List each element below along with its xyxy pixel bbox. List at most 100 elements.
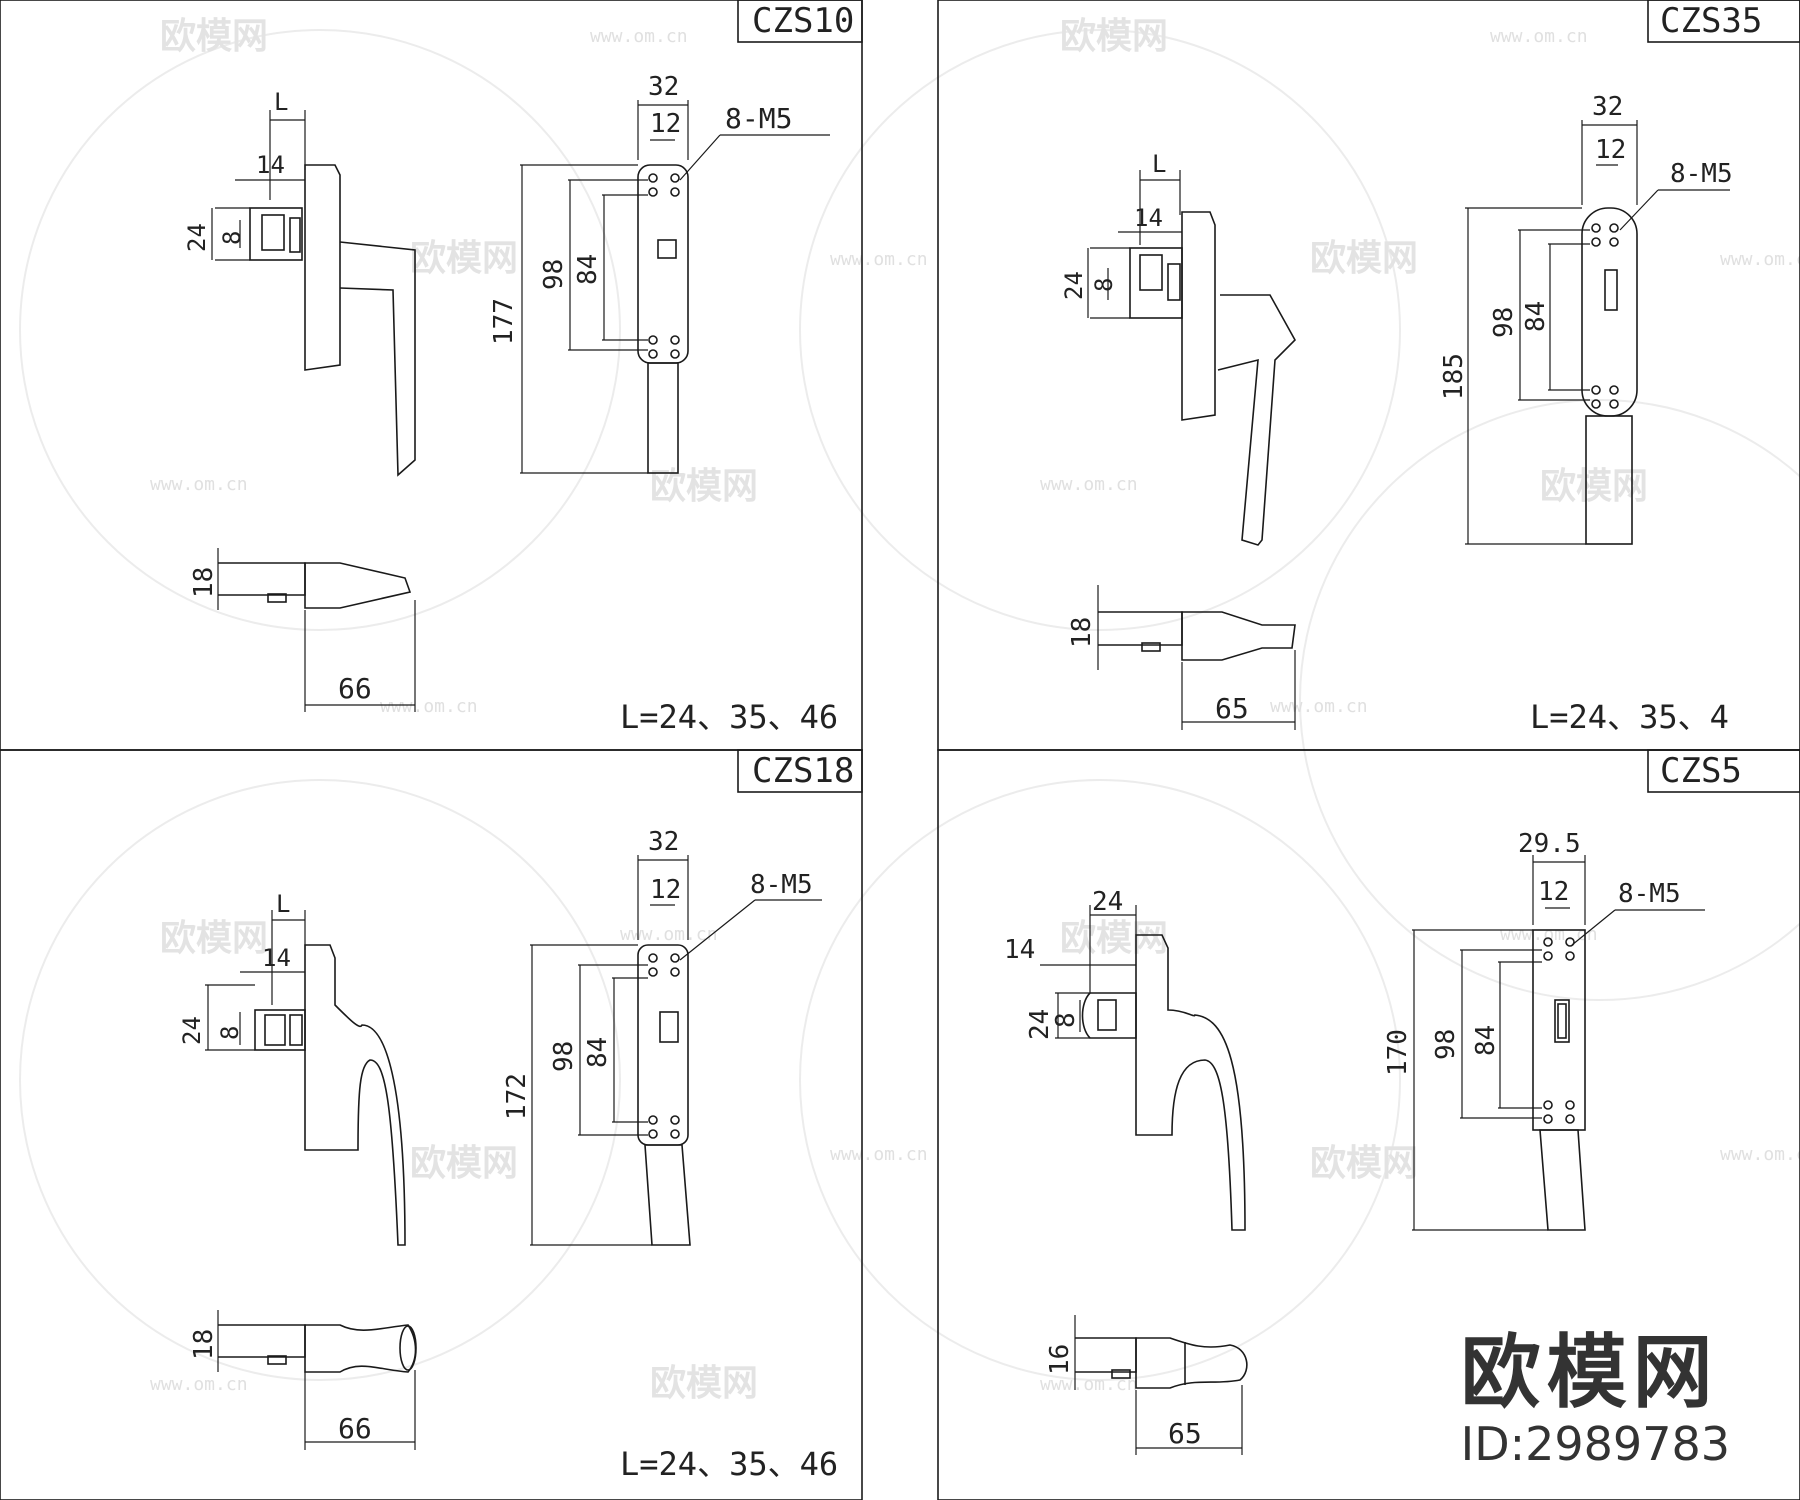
dim-84: 84 bbox=[573, 254, 603, 285]
dim-total-height: 177 bbox=[489, 298, 519, 345]
svg-text:www.om.cn: www.om.cn bbox=[1040, 1374, 1138, 1395]
side-dim-lines bbox=[1074, 1315, 1243, 1455]
dim-32: 32 bbox=[648, 72, 679, 102]
dim-L: L bbox=[276, 890, 290, 918]
dim-total-height: 185 bbox=[1439, 353, 1469, 400]
svg-text:www.om.cn: www.om.cn bbox=[1490, 26, 1588, 47]
dim-L: L bbox=[274, 88, 288, 116]
svg-text:www.om.cn: www.om.cn bbox=[150, 474, 248, 495]
dim-12: 12 bbox=[650, 875, 681, 905]
plate-dim-lines bbox=[520, 100, 830, 474]
dim-total-height: 170 bbox=[1383, 1029, 1413, 1076]
dim-32: 32 bbox=[648, 827, 679, 857]
svg-text:www.om.cn: www.om.cn bbox=[1720, 249, 1800, 270]
dim-12: 12 bbox=[1538, 877, 1569, 907]
svg-text:欧模网: 欧模网 bbox=[650, 466, 758, 507]
dim-thickness: 18 bbox=[189, 1329, 219, 1360]
svg-text:www.om.cn: www.om.cn bbox=[590, 26, 688, 47]
svg-text:www.om.cn: www.om.cn bbox=[1270, 696, 1368, 717]
dim-24: 24 bbox=[1025, 1009, 1055, 1040]
note-L: L=24、35、4 bbox=[1530, 698, 1729, 736]
dim-holes: 8-M5 bbox=[725, 102, 792, 135]
brand-logo: 欧模网 bbox=[1460, 1326, 1719, 1420]
mounting-plate bbox=[637, 944, 691, 1246]
watermark-arcs bbox=[19, 29, 1800, 1381]
dim-32: 32 bbox=[1592, 92, 1623, 122]
dim-98: 98 bbox=[549, 1041, 579, 1072]
svg-text:www.om.cn: www.om.cn bbox=[1040, 474, 1138, 495]
panel-czs5 bbox=[937, 749, 1800, 1500]
panel-code: CZS10 bbox=[752, 1, 854, 41]
dim-8: 8 bbox=[1090, 278, 1118, 292]
panel-code: CZS18 bbox=[752, 751, 854, 791]
dim-98: 98 bbox=[1489, 307, 1519, 338]
dim-holes: 8-M5 bbox=[1618, 879, 1681, 909]
svg-text:欧模网: 欧模网 bbox=[1310, 238, 1418, 279]
dim-length: 66 bbox=[338, 1412, 372, 1445]
side-dim-lines bbox=[1097, 585, 1296, 730]
mounting-plate bbox=[637, 164, 689, 474]
dim-8: 8 bbox=[216, 1026, 244, 1040]
dim-thickness: 16 bbox=[1045, 1344, 1075, 1375]
dim-24-top: 24 bbox=[1092, 887, 1123, 917]
dim-29-5: 29.5 bbox=[1518, 829, 1581, 859]
svg-text:www.om.cn: www.om.cn bbox=[1500, 924, 1598, 945]
svg-text:www.om.cn: www.om.cn bbox=[380, 696, 478, 717]
plate-dim-lines bbox=[530, 855, 822, 1246]
svg-text:欧模网: 欧模网 bbox=[410, 238, 518, 279]
dim-length: 65 bbox=[1168, 1417, 1202, 1450]
dim-84: 84 bbox=[1471, 1025, 1501, 1056]
svg-text:www.om.cn: www.om.cn bbox=[150, 1374, 248, 1395]
plate-dim-lines bbox=[1412, 855, 1705, 1231]
dim-98: 98 bbox=[1431, 1029, 1461, 1060]
svg-text:欧模网: 欧模网 bbox=[1540, 466, 1648, 507]
handle-front-view bbox=[1081, 934, 1246, 1231]
front-dim-lines bbox=[1040, 905, 1137, 1039]
handle-side-view bbox=[218, 1324, 417, 1373]
svg-text:欧模网: 欧模网 bbox=[1310, 1143, 1418, 1184]
dim-14: 14 bbox=[262, 944, 291, 972]
plate-dim-lines bbox=[1465, 120, 1730, 545]
svg-text:欧模网: 欧模网 bbox=[160, 16, 268, 57]
dim-24: 24 bbox=[183, 223, 211, 252]
dim-thickness: 18 bbox=[1067, 617, 1097, 648]
handle-side-view bbox=[218, 562, 412, 609]
dim-84: 84 bbox=[1521, 301, 1551, 332]
dim-14: 14 bbox=[1134, 204, 1163, 232]
svg-text:欧模网: 欧模网 bbox=[1060, 16, 1168, 57]
dim-8: 8 bbox=[218, 231, 246, 245]
dim-24: 24 bbox=[1060, 271, 1088, 300]
dim-84: 84 bbox=[583, 1037, 613, 1068]
svg-text:欧模网: 欧模网 bbox=[410, 1143, 518, 1184]
dim-thickness: 18 bbox=[189, 567, 219, 598]
svg-text:www.om.cn: www.om.cn bbox=[620, 924, 718, 945]
brand-watermark: 欧模网 ID:2989783 bbox=[1461, 1333, 1730, 1470]
svg-text:www.om.cn: www.om.cn bbox=[830, 249, 928, 270]
note-L: L=24、35、46 bbox=[620, 1445, 838, 1483]
svg-text:www.om.cn: www.om.cn bbox=[1720, 1144, 1800, 1165]
dim-total-height: 172 bbox=[502, 1073, 532, 1120]
dim-length: 65 bbox=[1215, 692, 1249, 725]
front-dim-lines bbox=[205, 910, 306, 1051]
brand-id: ID:2989783 bbox=[1460, 1417, 1730, 1472]
dim-14: 14 bbox=[1004, 935, 1035, 965]
mounting-plate bbox=[1532, 929, 1586, 1231]
dim-holes: 8-M5 bbox=[750, 870, 813, 900]
handle-side-view bbox=[1098, 611, 1296, 661]
dim-12: 12 bbox=[1595, 135, 1626, 165]
note-L: L=24、35、46 bbox=[620, 698, 838, 736]
handle-front-view bbox=[254, 944, 406, 1246]
dim-12: 12 bbox=[650, 109, 681, 139]
side-dim-lines bbox=[217, 1310, 416, 1450]
mounting-plate bbox=[1581, 207, 1638, 545]
handle-side-view bbox=[1075, 1337, 1248, 1389]
watermark-logos: 欧模网 欧模网 欧模网 欧模网 欧模网 欧模网 欧模网 欧模网 欧模网 欧模网 … bbox=[160, 16, 1648, 1404]
dim-14: 14 bbox=[256, 151, 285, 179]
handle-front-view bbox=[1129, 211, 1296, 546]
dim-98: 98 bbox=[539, 259, 569, 290]
dim-L: L bbox=[1152, 150, 1166, 178]
dim-length: 66 bbox=[338, 672, 372, 705]
dim-holes: 8-M5 bbox=[1670, 159, 1733, 189]
panel-code: CZS35 bbox=[1660, 1, 1762, 41]
